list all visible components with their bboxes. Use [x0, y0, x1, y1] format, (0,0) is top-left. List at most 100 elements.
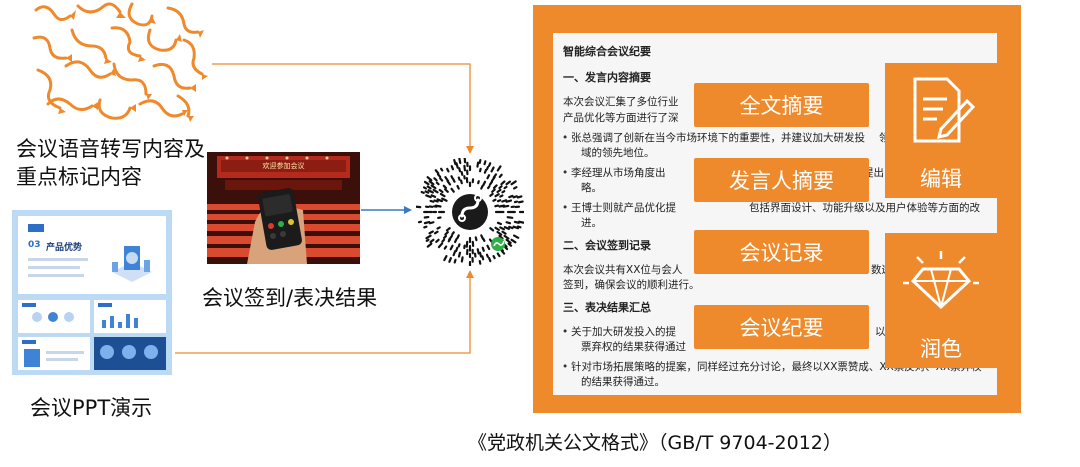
meeting-hall-illustration — [207, 152, 360, 264]
qr-dot — [455, 246, 459, 253]
qr-dot — [477, 180, 480, 185]
qr-dot — [450, 187, 455, 193]
speech-caption-line2: 重点标记内容 — [16, 165, 142, 189]
minutes-document: 智能综合会议纪要 一、发言内容摘要 本次会议汇集了多位行业 表的 产品优化等方面… — [553, 33, 997, 395]
doc-section2-heading: 二、会议签到记录 — [563, 239, 651, 252]
qr-dot — [503, 234, 510, 240]
ppt-small-block — [24, 349, 40, 367]
doc-text: 签到，确保会议的顺利进行。 — [563, 279, 700, 291]
qr-dot — [450, 165, 455, 171]
qr-dot — [463, 164, 467, 172]
qr-dot — [501, 190, 506, 194]
qr-dot — [474, 236, 478, 242]
qr-dot — [517, 200, 524, 204]
qr-dot — [426, 176, 433, 182]
qr-dot — [443, 254, 448, 262]
qr-dot — [481, 255, 485, 261]
doc-text: 领 — [879, 131, 919, 145]
ppt-small-bar — [102, 320, 106, 328]
ppt-small-bar — [118, 322, 122, 328]
speaker-summary-button[interactable]: 发言人摘要 — [694, 158, 869, 202]
qr-dot — [498, 173, 503, 179]
qr-dot — [437, 242, 444, 249]
meeting-record-button[interactable]: 会议记录 — [694, 230, 869, 274]
photo-banner-text: 欢迎参加会议 — [262, 162, 305, 170]
qr-dot — [446, 167, 450, 173]
qr-dot — [492, 198, 497, 202]
qr-dot — [494, 204, 500, 208]
qr-dot — [486, 174, 491, 180]
qr-dot — [478, 167, 482, 173]
qr-dot — [457, 243, 461, 248]
qr-dot — [483, 160, 487, 166]
qr-dot — [499, 194, 504, 198]
full-summary-button[interactable]: 全文摘要 — [694, 83, 869, 127]
polish-button[interactable]: 润色 — [885, 233, 997, 368]
qr-dot — [433, 230, 439, 235]
ppt-small-circle — [64, 312, 74, 322]
qr-dot — [434, 169, 440, 175]
qr-dot — [503, 185, 508, 190]
qr-dot — [510, 238, 517, 244]
qr-dot — [496, 199, 502, 203]
qr-dot — [453, 258, 457, 264]
ppt-small-slide — [18, 300, 90, 333]
qr-dot — [478, 159, 482, 165]
qr-dot — [513, 220, 520, 224]
meeting-minutes-button[interactable]: 会议纪要 — [694, 305, 869, 349]
doc-bullet: 张总强调了创新在当今市场环境下的重要性，并建议加大研发投 — [562, 131, 991, 145]
qr-dot — [425, 234, 432, 240]
qr-dot — [492, 254, 496, 260]
qr-dot — [496, 221, 503, 226]
qr-dot — [436, 226, 441, 230]
qr-dot — [429, 199, 435, 203]
qr-dot — [444, 188, 449, 193]
doc-section1-heading: 一、发言内容摘要 — [563, 71, 651, 84]
qr-dot — [428, 230, 434, 235]
qr-dot — [433, 177, 438, 182]
ppt-small-circle — [122, 345, 136, 359]
qr-dot — [442, 234, 448, 240]
qr-dot — [501, 199, 508, 203]
qr-dot — [439, 167, 444, 172]
doc-text: 略。 — [581, 182, 602, 194]
qr-dot — [423, 220, 431, 225]
qr-dot — [500, 249, 506, 255]
qr-dot — [451, 231, 455, 236]
qr-dot — [505, 221, 512, 225]
qr-dot — [433, 199, 439, 203]
ppt-small-header — [22, 340, 36, 344]
mini-program-qr-icon[interactable] — [416, 158, 524, 266]
ppt-small-header — [98, 303, 112, 307]
polish-label: 润色 — [920, 337, 962, 361]
doc-text: 的结果获得通过。 — [581, 376, 665, 388]
edit-button[interactable]: 编辑 — [885, 63, 997, 198]
qr-dot — [422, 186, 428, 190]
qr-dot — [460, 256, 464, 263]
qr-dot — [512, 195, 518, 199]
qr-dot — [510, 180, 517, 186]
qr-dot — [448, 257, 452, 263]
qr-dot — [436, 198, 444, 203]
qr-dot — [502, 204, 510, 208]
document-standard-caption: 《党政机关公文格式》（GB/T 9704-2012） — [468, 432, 842, 454]
qr-dot — [439, 177, 444, 182]
edit-document-icon — [913, 77, 975, 143]
qr-dot — [488, 257, 492, 263]
qr-dot — [483, 168, 488, 174]
qr-dot — [489, 192, 494, 197]
ppt-text-line — [28, 266, 80, 269]
qr-dot — [478, 259, 482, 265]
qr-dot — [430, 184, 437, 190]
ppt-small-line — [46, 351, 84, 354]
qr-dot — [482, 180, 487, 187]
doc-text: 产品优化等方面进行了深 — [563, 112, 679, 124]
ppt-small-bar — [110, 316, 114, 328]
qr-dot — [476, 161, 480, 168]
qr-dot — [505, 238, 512, 244]
ppt-small-circle — [48, 312, 58, 322]
doc-bullet: 关于加大研发投入的提 — [562, 325, 991, 339]
ppt-small-bar — [126, 314, 130, 328]
doc-bullet: 针对市场拓展策略的提案，同样经过充分讨论，最终以XX票赞成、XX票反对、XX票弃… — [562, 360, 991, 374]
ppt-text-line — [28, 258, 88, 261]
